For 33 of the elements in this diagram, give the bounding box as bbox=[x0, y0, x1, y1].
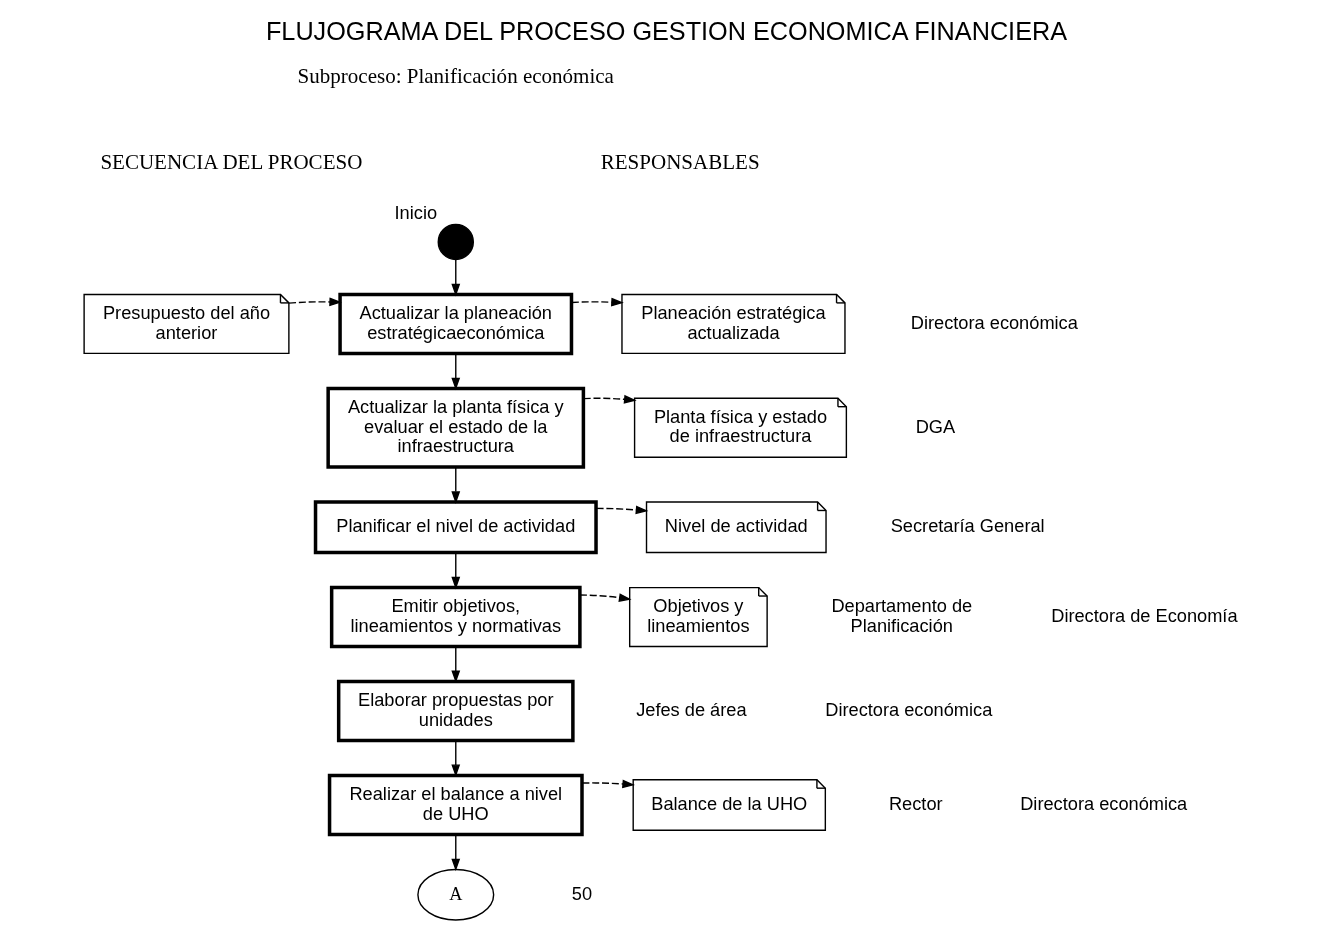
diagram-title: FLUJOGRAMA DEL PROCESO GESTION ECONOMICA FINANCIERA bbox=[265, 16, 1068, 45]
label: Secretaría General bbox=[890, 515, 1045, 537]
node-box: Actualizar la planta física y evaluar el estado de la infraestructura bbox=[326, 386, 586, 469]
arrow bbox=[451, 259, 461, 297]
node-box: Planificar el nivel de actividad bbox=[313, 500, 598, 555]
node-box: Emitir objetivos, lineamientos y normativas bbox=[329, 585, 582, 649]
label: Directora económica bbox=[1020, 792, 1188, 814]
node-box: Elaborar propuestas por unidades bbox=[336, 679, 575, 743]
arrow bbox=[571, 297, 624, 307]
label: Rector bbox=[888, 792, 943, 814]
node-circle bbox=[437, 223, 474, 261]
arrow bbox=[581, 779, 635, 789]
label: Directora económica bbox=[910, 311, 1078, 333]
node-box: Realizar el balance a nivel de UHO bbox=[327, 773, 584, 837]
arrow bbox=[579, 593, 632, 602]
arrow bbox=[451, 466, 461, 504]
arrow bbox=[451, 834, 461, 872]
node-ellipse: A bbox=[417, 868, 495, 921]
label: Directora económica bbox=[825, 698, 993, 720]
arrow bbox=[451, 552, 461, 590]
arrow bbox=[582, 394, 637, 404]
label: DGA bbox=[915, 415, 956, 437]
arrow bbox=[288, 297, 342, 307]
label: Directora de Economía bbox=[1051, 604, 1238, 626]
arrow bbox=[595, 505, 649, 515]
node-box: Actualizar la planeación estratégicaeconómica bbox=[338, 292, 574, 356]
label: 50 bbox=[571, 882, 593, 904]
label: Subproceso: Planificación económica bbox=[297, 64, 614, 89]
label: Jefes de área bbox=[636, 698, 747, 720]
label: Departamento de Planificación bbox=[831, 595, 973, 636]
node-label: Inicio bbox=[394, 202, 438, 224]
label: SECUENCIA DEL PROCESO bbox=[100, 149, 363, 174]
label: RESPONSABLES bbox=[600, 149, 760, 174]
